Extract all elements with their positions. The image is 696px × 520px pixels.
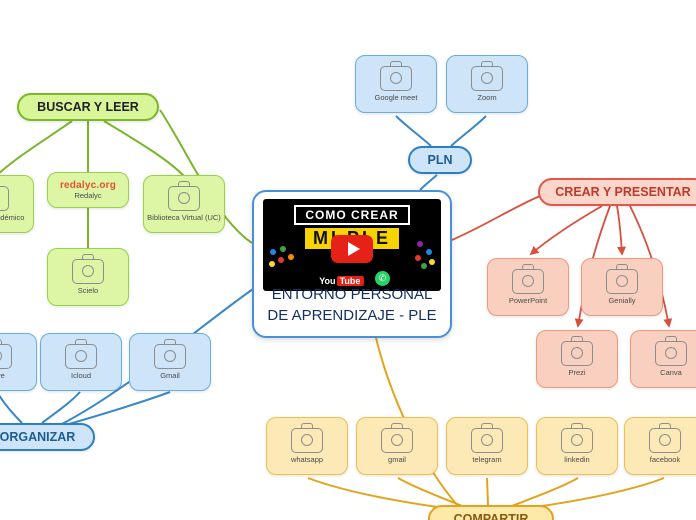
node-label: Icloud	[70, 370, 91, 380]
branch-pln[interactable]: PLN	[408, 146, 472, 174]
node-drive[interactable]: Drive	[0, 333, 37, 391]
play-icon	[347, 242, 360, 256]
camera-icon	[154, 343, 186, 369]
node-linkedin[interactable]: linkedin	[536, 417, 618, 475]
camera-icon	[561, 340, 593, 366]
camera-icon	[380, 65, 412, 91]
camera-icon	[381, 427, 413, 453]
icon-cluster-dot	[270, 249, 276, 255]
node-zoom[interactable]: Zoom	[446, 55, 528, 113]
node-google-meet[interactable]: Google meet	[355, 55, 437, 113]
node-label: whatsapp	[290, 454, 324, 464]
node-label: Drive	[0, 370, 5, 380]
center-title-line1: ENTORNO PERSONAL	[271, 285, 433, 303]
redalyc-logo: redalyc.org	[59, 179, 117, 191]
node-google-academico[interactable]: Google Académico	[0, 175, 34, 233]
node-genially[interactable]: Genially	[581, 258, 663, 316]
icon-cluster-dot	[426, 249, 432, 255]
node-telegram[interactable]: telegram	[446, 417, 528, 475]
camera-icon	[512, 268, 544, 294]
camera-icon	[72, 258, 104, 284]
node-label: Scielo	[77, 285, 99, 295]
node-facebook[interactable]: facebook	[624, 417, 696, 475]
video-headline: COMO CREAR	[294, 205, 410, 225]
icon-cluster-dot	[417, 241, 423, 247]
node-prezi[interactable]: Prezi	[536, 330, 618, 388]
node-icloud[interactable]: Icloud	[40, 333, 122, 391]
node-label: linkedin	[564, 454, 590, 464]
node-label: Biblioteca Virtual (UC)	[147, 212, 221, 222]
node-label: Genially	[608, 295, 636, 305]
node-gmail-compartir[interactable]: gmail	[356, 417, 438, 475]
branch-crear-y-presentar[interactable]: CREAR Y PRESENTAR	[538, 178, 696, 206]
camera-icon	[291, 427, 323, 453]
node-gmail-organizar[interactable]: Gmail	[129, 333, 211, 391]
node-whatsapp[interactable]: whatsapp	[266, 417, 348, 475]
node-label: gmail	[388, 454, 406, 464]
node-powerpoint[interactable]: PowerPoint	[487, 258, 569, 316]
camera-icon	[471, 427, 503, 453]
whatsapp-icon: ✆	[375, 271, 390, 286]
center-title: ENTORNO PERSONAL DE APRENDIZAJE - PLE	[254, 284, 450, 328]
node-biblioteca-virtual[interactable]: Biblioteca Virtual (UC)	[143, 175, 225, 233]
branch-buscar-y-leer[interactable]: BUSCAR Y LEER	[17, 93, 159, 121]
node-scielo[interactable]: Scielo	[47, 248, 129, 306]
branch-compartir[interactable]: COMPARTIR	[428, 505, 554, 520]
node-label: Gmail	[160, 370, 180, 380]
node-label: Prezi	[568, 367, 586, 377]
camera-icon	[0, 343, 12, 369]
camera-icon	[168, 185, 200, 211]
node-redalyc[interactable]: redalyc.org Redalyc	[47, 172, 129, 208]
youtube-you-text: You	[319, 276, 336, 286]
icon-cluster-dot	[288, 254, 294, 260]
camera-icon	[655, 340, 687, 366]
camera-icon	[471, 65, 503, 91]
icon-cluster-dot	[415, 255, 421, 261]
camera-icon	[606, 268, 638, 294]
node-label: PowerPoint	[508, 295, 548, 305]
icon-cluster-dot	[269, 261, 275, 267]
node-label: Google meet	[374, 92, 418, 102]
play-button[interactable]	[331, 235, 373, 263]
icon-cluster-dot	[421, 263, 427, 269]
node-label: Zoom	[477, 92, 497, 102]
icon-cluster-dot	[429, 259, 435, 265]
node-label: Redalyc	[74, 190, 102, 200]
youtube-tube-text: Tube	[336, 276, 364, 286]
node-label: facebook	[649, 454, 681, 464]
branch-organizar[interactable]: ORGANIZAR	[0, 423, 95, 451]
node-label: Canva	[660, 367, 682, 377]
camera-icon	[649, 427, 681, 453]
camera-icon	[65, 343, 97, 369]
node-label: Google Académico	[0, 212, 25, 222]
node-canva[interactable]: Canva	[630, 330, 696, 388]
icon-cluster-dot	[280, 246, 286, 252]
camera-icon	[0, 185, 9, 211]
center-title-line2: DE APRENDIZAJE - PLE	[267, 307, 437, 325]
icon-cluster-dot	[278, 257, 284, 263]
node-label: telegram	[472, 454, 502, 464]
camera-icon	[561, 427, 593, 453]
